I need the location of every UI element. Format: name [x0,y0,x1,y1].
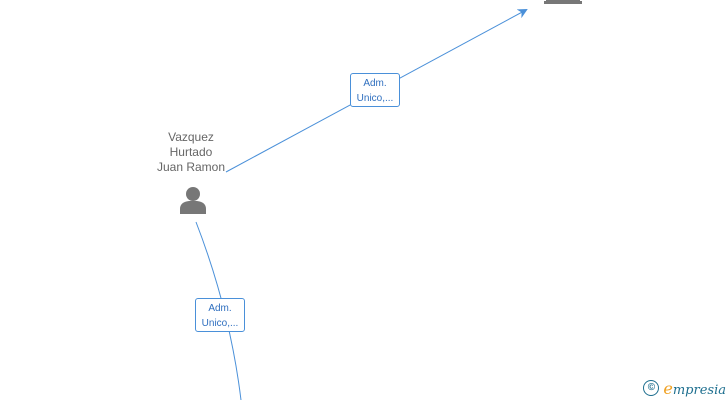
person-name-line-3: Juan Ramon [156,160,226,174]
edge-label-top-line-1: Adm. [363,78,387,89]
company-building-icon[interactable] [544,0,582,4]
brand-logo-first-letter: e [663,378,673,398]
person-name[interactable]: Vazquez Hurtado Juan Ramon [141,130,241,175]
edge-label-bottom-line-2: Unico,... [201,318,239,329]
edge-label-bottom-line-1: Adm. [208,303,232,314]
copyright-icon: © [643,380,660,396]
person-icon[interactable] [178,186,208,216]
brand-watermark: © empresia [643,379,726,398]
edge-label-top[interactable]: Adm. Unico,... [350,73,400,107]
edge-label-bottom[interactable]: Adm. Unico,... [195,298,245,332]
person-name-line-2: Hurtado [169,145,213,159]
brand-logo-rest: mpresia [672,382,726,398]
person-name-line-1: Vazquez [168,130,214,144]
brand-logo-text: empresia [663,379,726,398]
edge-label-top-line-2: Unico,... [356,93,394,104]
